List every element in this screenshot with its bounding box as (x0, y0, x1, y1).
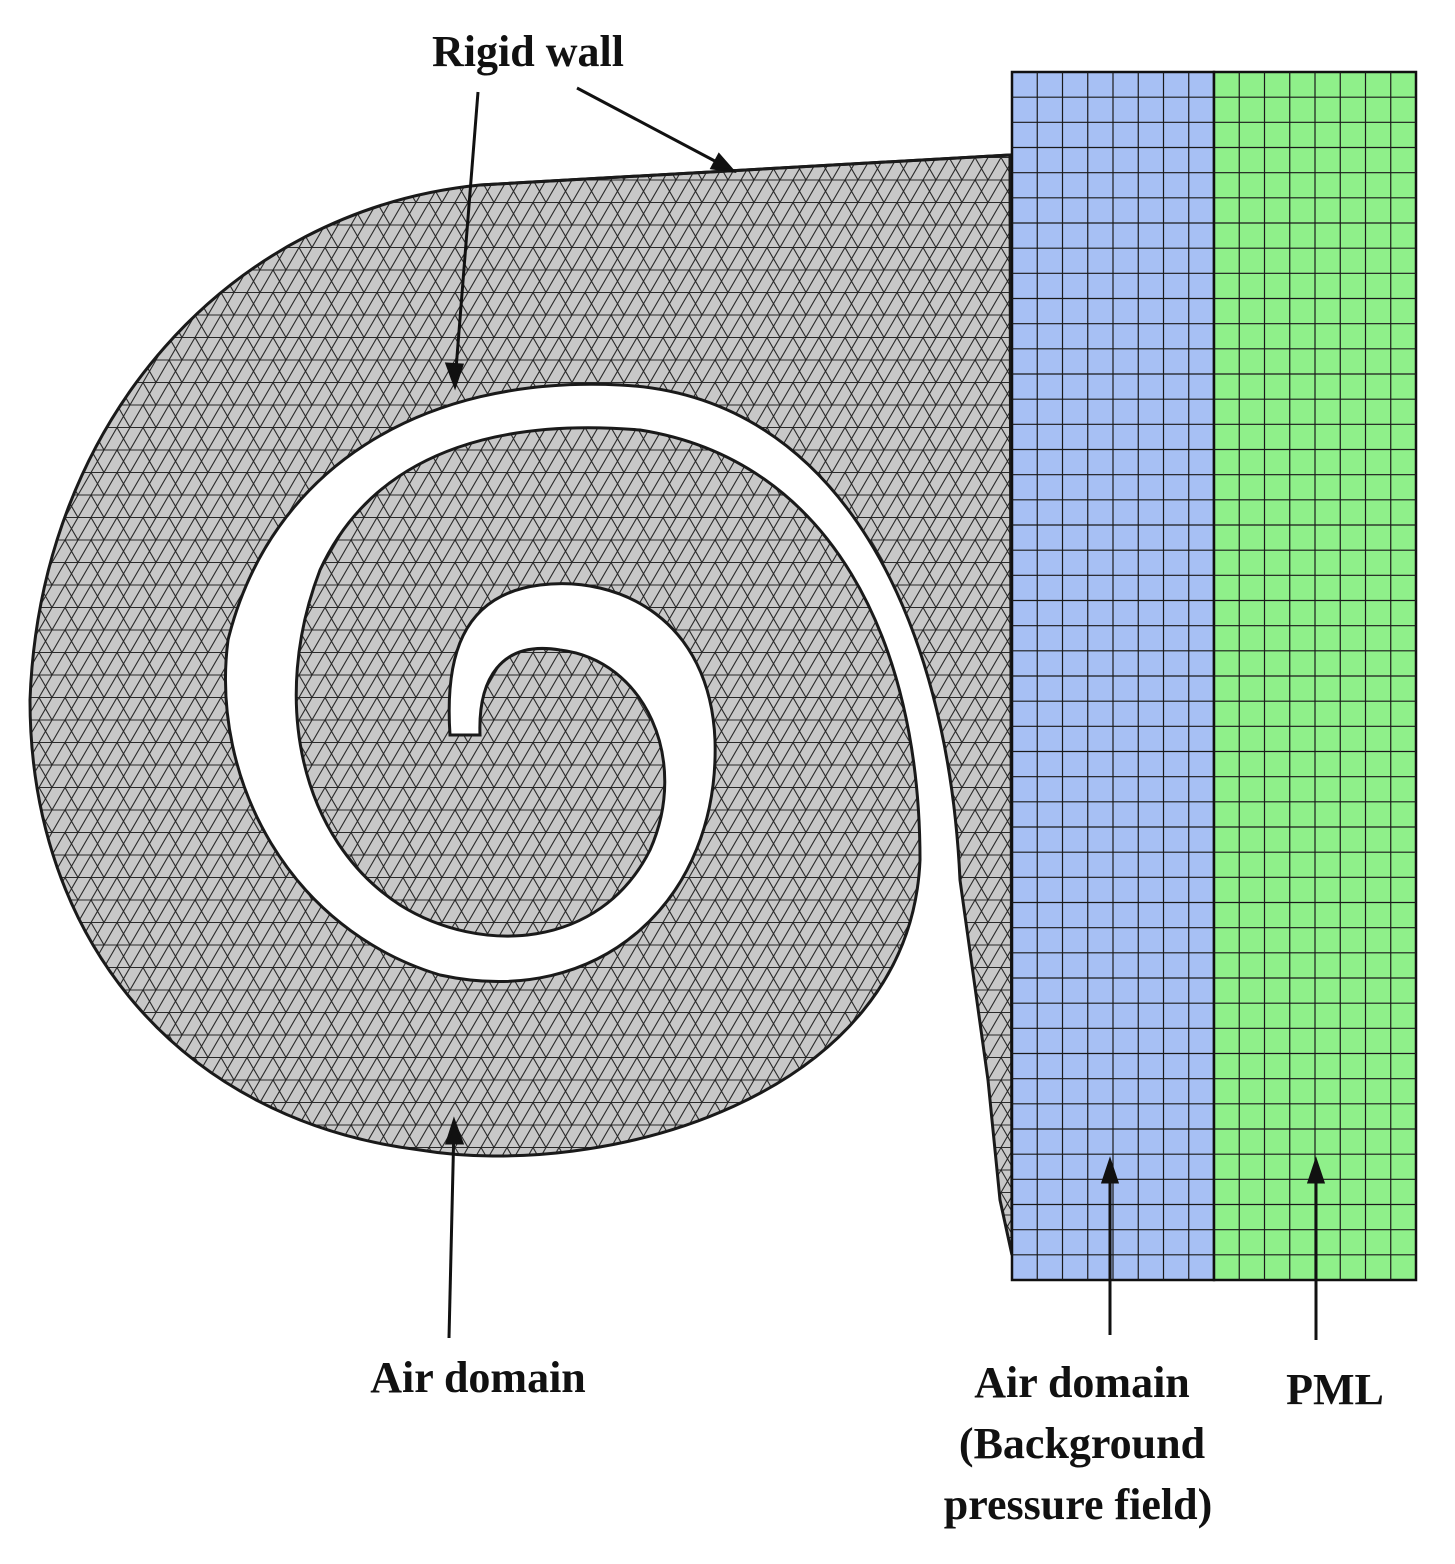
pml-label: PML (1286, 1365, 1384, 1414)
air-domain-mesh (28, 153, 1014, 1256)
pml-arrow-head (1306, 1156, 1326, 1184)
air-domain-mesh-region (28, 153, 1014, 1256)
rigid-wall-arrow-2 (576, 86, 729, 170)
air-domain-arrow (447, 1124, 456, 1339)
rigid-wall-label: Rigid wall (432, 27, 624, 76)
air-domain-arrow-head (444, 1116, 465, 1145)
annotation-arrows (444, 86, 1326, 1340)
air-domain-label: Air domain (370, 1353, 586, 1402)
rigid-wall-arrow-2-head (709, 152, 737, 174)
rigid-wall-arrow-1 (453, 91, 480, 383)
background-field-arrow-head (1100, 1156, 1120, 1184)
background-field-label-line1: Air domain (974, 1358, 1190, 1407)
background-field-grid (1012, 72, 1214, 1280)
rigid-wall-outer-edge (479, 153, 1011, 187)
pml-grid (1214, 72, 1416, 1280)
pml-layer (1212, 70, 1418, 1282)
rigid-wall-arrow-1-head (444, 362, 465, 391)
background-pressure-field (1010, 70, 1216, 1282)
background-field-label-line2: (Background (959, 1419, 1205, 1468)
background-field-label-line3: pressure field) (944, 1480, 1212, 1529)
